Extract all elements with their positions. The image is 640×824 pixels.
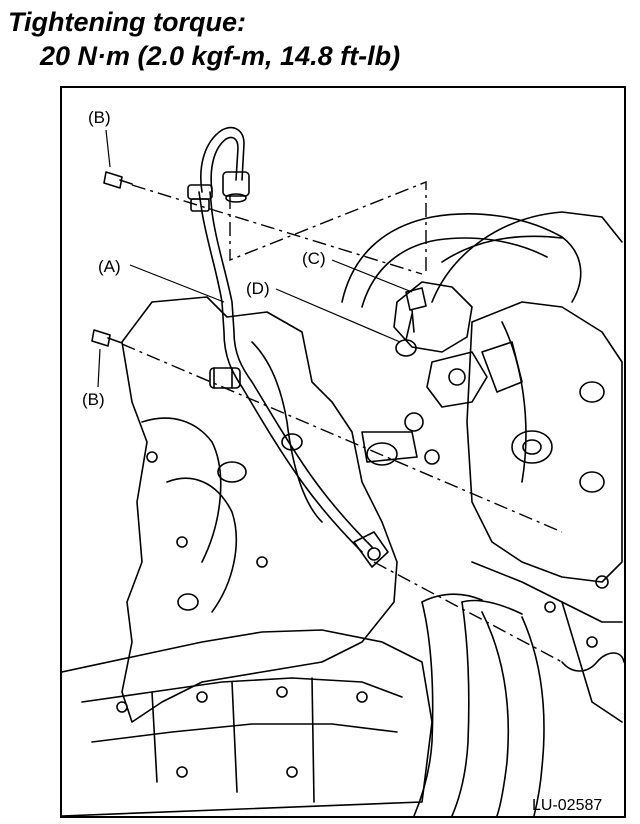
- leader-d: [275, 288, 401, 343]
- label-a: (A): [98, 257, 121, 276]
- leader-a: [129, 264, 225, 303]
- figure-code: LU-02587: [532, 797, 602, 814]
- bolt-upper: [103, 171, 123, 189]
- leader-b-bottom: [97, 348, 101, 388]
- label-d: (D): [246, 279, 270, 298]
- engine-rib-3: [251, 341, 323, 523]
- torque-heading: Tightening torque:: [8, 7, 246, 37]
- dash-line-upper-frame: [229, 180, 427, 274]
- torque-value: 20 N·m (2.0 kgf-m, 14.8 ft-lb): [40, 41, 401, 71]
- engine-illustration: (B) (A) (D) (C) (B) LU-02587: [62, 108, 624, 816]
- label-b-top: (B): [88, 108, 111, 127]
- lower-hose-left: [413, 601, 434, 816]
- oil-gauge-pipe: [198, 191, 363, 553]
- pressure-switch: [405, 287, 427, 311]
- engine-illustration-frame: (B) (A) (D) (C) (B) LU-02587: [60, 86, 626, 818]
- cylinder-head: [466, 301, 623, 583]
- connector-harness: [395, 339, 417, 357]
- bolt-lower: [91, 329, 111, 347]
- engine-rib-2: [166, 477, 238, 613]
- label-c: (C): [302, 249, 326, 268]
- cylinder-head-cover: [431, 211, 623, 303]
- leader-b-top: [105, 129, 111, 168]
- upper-tube-loop: [200, 126, 245, 193]
- engine-rib-1: [141, 417, 222, 563]
- leader-c: [331, 259, 413, 293]
- engine-block-outline: [121, 296, 398, 723]
- label-b-bottom: (B): [82, 390, 105, 409]
- oil-pan: [62, 629, 433, 816]
- dash-line-bolt-lower: [121, 343, 563, 533]
- sensor-bracket: [393, 281, 473, 353]
- dash-line-bolt-upper: [131, 184, 423, 275]
- upper-hose: [341, 213, 582, 303]
- lower-hose-right: [481, 611, 510, 816]
- dash-line-lower-fitting: [373, 561, 563, 663]
